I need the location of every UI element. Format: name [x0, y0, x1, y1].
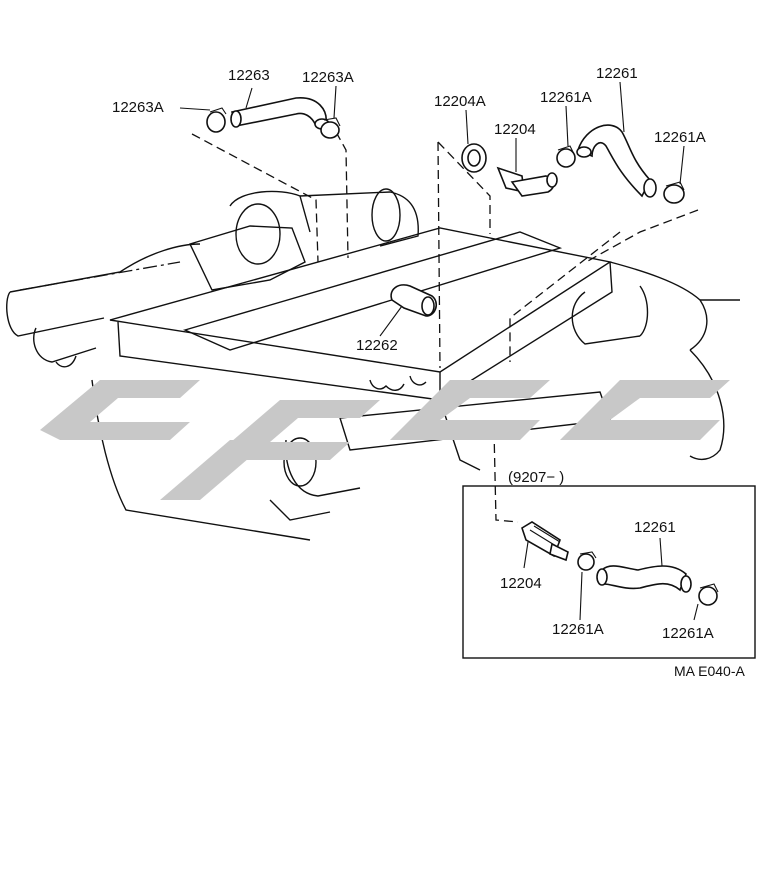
- inset-clamp-12261a-left: [577, 551, 597, 571]
- callout-12263: 12263: [228, 67, 270, 84]
- inset-title: (9207− ): [508, 469, 564, 486]
- callout-12204a: 12204A: [434, 93, 486, 110]
- watermark-logo: [40, 380, 730, 500]
- clamp-12261a-top: [556, 145, 576, 168]
- engine-assembly: [6, 131, 740, 541]
- inset-callout-12261: 12261: [634, 519, 676, 536]
- grommet-12204a: [461, 143, 487, 173]
- figure-code: MA E040-A: [674, 663, 745, 679]
- callout-leaders: [179, 81, 685, 337]
- callout-12261a-top: 12261A: [540, 89, 592, 106]
- callout-12261a-right: 12261A: [654, 129, 706, 146]
- callout-12263a-right: 12263A: [302, 69, 354, 86]
- inset-clamp-12261a-right: [698, 583, 719, 606]
- inset-callout-12261a-right: 12261A: [662, 625, 714, 642]
- callout-12263a-left: 12263A: [112, 99, 164, 116]
- clamp-12261a-right: [663, 181, 685, 204]
- clamp-12263a-right: [320, 117, 341, 139]
- inset-callout-12261a-left: 12261A: [552, 621, 604, 638]
- callout-12262: 12262: [356, 337, 398, 354]
- callout-12204: 12204: [494, 121, 536, 138]
- inset-panel: [462, 485, 756, 659]
- inset-callout-12204: 12204: [500, 575, 542, 592]
- inset-pcv-valve-12204: [521, 521, 569, 562]
- hose-12261: [576, 124, 657, 198]
- callout-12261: 12261: [596, 65, 638, 82]
- inset-hose-12261: [596, 565, 692, 593]
- pcv-valve-12204: [496, 166, 558, 197]
- hose-12263: [230, 97, 330, 130]
- clamp-12263a-left: [206, 107, 227, 133]
